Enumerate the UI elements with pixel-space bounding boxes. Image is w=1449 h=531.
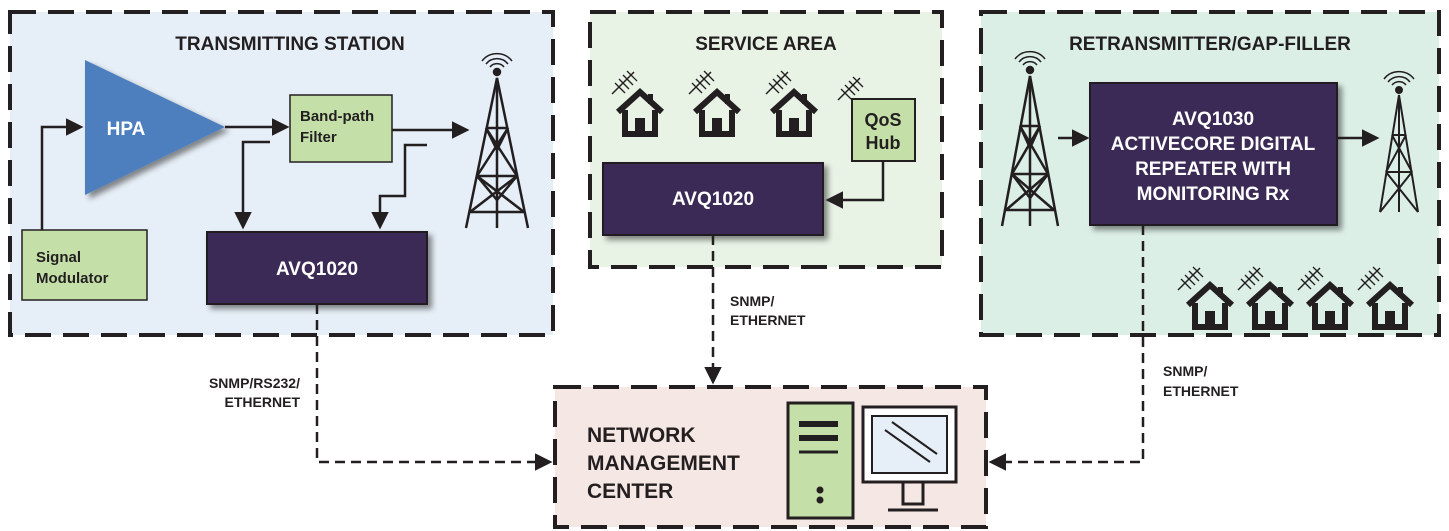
avq1030-label-4: MONITORING Rx [1137, 184, 1290, 205]
management-links [315, 225, 1145, 471]
transmission-tower-icon [464, 52, 530, 229]
nmc-title-line-2: MANAGEMENT [587, 452, 740, 475]
rt-link-label-1: SNMP/ [1163, 363, 1207, 379]
network-management-center-region: NETWORK MANAGEMENT CENTER [553, 385, 988, 529]
avq1030-label-1: AVQ1030 [1172, 109, 1254, 130]
nmc-title-line-3: CENTER [587, 480, 673, 503]
avq1020-service-area-label: AVQ1020 [672, 189, 754, 210]
band-path-filter-label-1: Band-path [300, 108, 374, 125]
signal-modulator-block [21, 229, 148, 301]
transmitting-to-nmc-link [315, 304, 553, 471]
signal-modulator-label-2: Modulator [36, 270, 109, 287]
transmitting-station-title: TRANSMITTING STATION [175, 34, 404, 55]
sa-link-label-2: ETHERNET [730, 312, 806, 328]
nmc-title-line-1: NETWORK [587, 424, 696, 447]
qos-hub-to-avq1020-link [825, 161, 885, 209]
qos-hub-label-2: Hub [866, 133, 901, 153]
amplifier-triangle-icon [85, 60, 225, 195]
retransmitter-to-nmc-link [988, 225, 1145, 471]
transmission-tower-icon [1379, 70, 1419, 213]
tx-link-label-2: ETHERNET [225, 394, 301, 410]
retransmitter-title: RETRANSMITTER/GAP-FILLER [1069, 34, 1351, 55]
tx-link-label-1: SNMP/RS232/ [209, 375, 300, 391]
avq1020-transmitting-block [206, 231, 428, 305]
avq1030-label-3: REPEATER WITH [1135, 159, 1291, 180]
signal-modulator-label-1: Signal [36, 249, 81, 266]
avq1030-repeater-block [1089, 82, 1338, 226]
transmitting-station-region: TRANSMITTING STATION HPA Band-path Filte… [8, 10, 555, 337]
transmitting-signal-paths [40, 118, 470, 230]
retransmitter-region: RETRANSMITTER/GAP-FILLER AVQ1030 ACTIVEC… [979, 10, 1441, 337]
service-area-title: SERVICE AREA [695, 34, 837, 55]
avq1020-transmitting-label: AVQ1020 [276, 259, 358, 280]
qos-hub-label-1: QoS [864, 110, 901, 130]
qos-hub-block [851, 98, 916, 162]
service-area-region: SERVICE AREA QoS Hub AVQ1020 [588, 10, 944, 269]
band-path-filter-block [289, 94, 393, 163]
transmission-tower-icon [1000, 50, 1060, 227]
band-path-filter-label-2: Filter [300, 129, 337, 146]
sa-link-label-1: SNMP/ [730, 293, 774, 309]
rt-link-label-2: ETHERNET [1163, 383, 1239, 399]
avq1030-label-2: ACTIVECORE DIGITAL [1111, 134, 1316, 155]
desktop-computer-icon [786, 401, 958, 520]
hpa-label: HPA [107, 119, 146, 140]
